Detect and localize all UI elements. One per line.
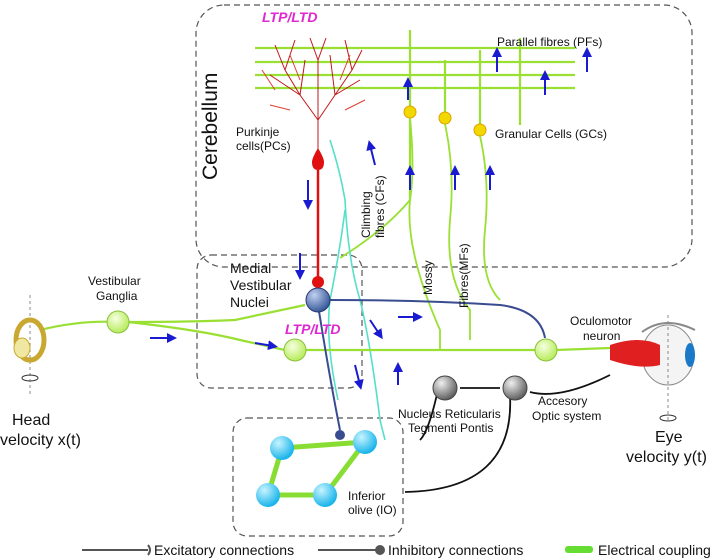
cerebellum-region (195, 4, 693, 268)
purkinje-terminal (312, 276, 324, 288)
parallel-fibres-label: Parallel fibres (PFs) (497, 35, 602, 49)
accessory-label-1: Accesory (538, 394, 587, 408)
io-label-2: olive (IO) (348, 503, 397, 517)
io-neuron (256, 483, 280, 507)
oculomotor-label-1: Oculomotor (570, 314, 632, 328)
purkinje-dendrites (261, 37, 366, 150)
vestibular-ganglion (106, 310, 130, 334)
io-label-1: Inferior (348, 489, 385, 503)
accessory-pathways (404, 374, 611, 493)
io-neuron (353, 430, 377, 454)
io-neuron (313, 483, 337, 507)
eye-label-1: Eye (655, 429, 683, 446)
signal-arrows (150, 47, 592, 390)
granular-cell (438, 111, 452, 125)
vestibular-ganglia-label-2: Ganglia (96, 289, 138, 303)
inhibitory-terminal (335, 430, 345, 440)
oculomotor-node (534, 338, 558, 362)
eye-label-2: velocity y(t) (626, 449, 707, 466)
cerebellum-label: Cerebellum (199, 73, 222, 180)
mossy-fibres (339, 117, 501, 350)
purkinje-label-2: cells(PCs) (236, 139, 291, 153)
vestibular-pathway (39, 303, 611, 352)
eye (610, 322, 696, 386)
oculomotor-label-2: neuron (583, 329, 620, 343)
mvn-label-2: Vestibular (230, 277, 292, 293)
ltp-label-mid: LTP/LTD (285, 321, 340, 337)
mvn-projections (317, 299, 546, 431)
climbing-label-1: Climbing (359, 191, 373, 238)
head-label-1: Head (12, 412, 50, 429)
legend: Excitatory connections Inhibitory connec… (82, 542, 711, 558)
mvn-label-1: Medial (230, 260, 271, 276)
purkinje-soma (312, 148, 324, 170)
mvn-second-node (283, 338, 307, 362)
accessory-label-2: Optic system (532, 409, 601, 423)
mvn-label-3: Nuclei (230, 294, 269, 310)
vestibular-ganglia-label-1: Vestibular (88, 274, 141, 288)
nrtp-neuron (432, 375, 458, 401)
granular-label: Granular Cells (GCs) (495, 127, 607, 141)
io-region (232, 417, 404, 537)
io-neuron (270, 436, 294, 460)
granular-cell (403, 105, 417, 119)
ltp-label-top: LTP/LTD (262, 9, 317, 25)
nrtp-label-2: Tegmenti Pontis (408, 421, 493, 435)
legend-excitatory: Excitatory connections (154, 542, 294, 558)
eye-rotation-icon (659, 414, 677, 422)
mvn-region (196, 254, 363, 389)
head-label-2: velocity x(t) (0, 432, 81, 449)
climbing-label-2: fibres (CFs) (373, 175, 387, 238)
mossy-label-1: Mossy (421, 260, 435, 295)
inferior-olive-cluster (256, 430, 377, 507)
purkinje-label-1: Purkinje (236, 125, 280, 139)
inner-ear-icon (13, 295, 47, 395)
legend-inhibitory: Inhibitory connections (388, 542, 523, 558)
mvn-neuron (305, 287, 331, 313)
nrtp-label-1: Nucleus Reticularis (398, 407, 501, 421)
legend-electrical: Electrical coupling (598, 542, 711, 558)
mossy-label-2: Fibres(MFs) (457, 243, 471, 308)
aos-neuron (502, 375, 528, 401)
granular-cell (473, 123, 487, 137)
